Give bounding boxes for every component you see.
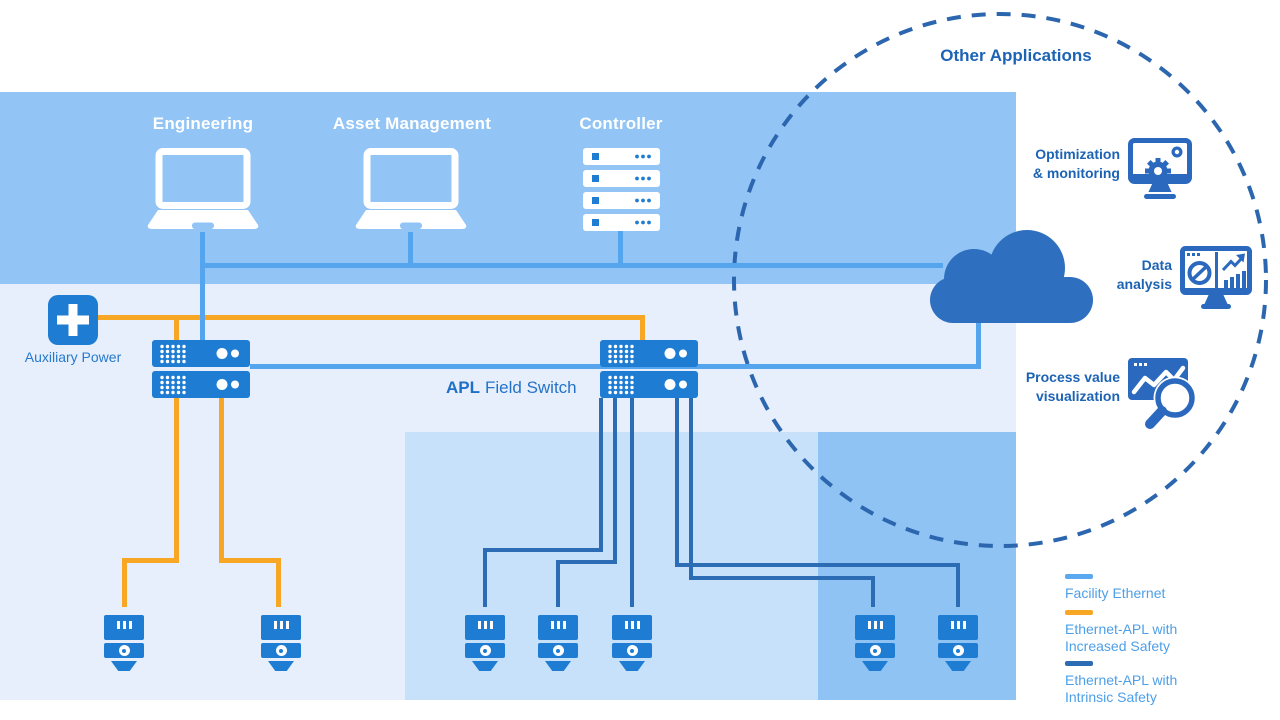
laptop-icon: [353, 148, 469, 232]
legend-item-facility-ethernet: Facility Ethernet: [1065, 574, 1165, 602]
increased-safety-line: [640, 315, 645, 340]
facility-ethernet-line: [976, 322, 981, 369]
laptop-icon: [145, 148, 261, 232]
facility-ethernet-bus: [203, 263, 943, 268]
process-value-visualization-label: Process value visualization: [1025, 369, 1120, 404]
apl-field-switch-icon: [152, 340, 250, 398]
intrinsic-safety-line: [689, 576, 875, 580]
legend-swatch: [1065, 610, 1093, 615]
field-device-icon: [612, 615, 652, 671]
facility-ethernet-line: [200, 232, 205, 340]
intrinsic-safety-line: [630, 398, 634, 607]
cloud-icon: [930, 230, 1093, 323]
intrinsic-safety-line: [599, 398, 603, 552]
field-device-icon: [465, 615, 505, 671]
legend-swatch: [1065, 661, 1093, 666]
intrinsic-safety-line: [675, 398, 679, 567]
increased-safety-line: [97, 315, 645, 320]
field-device-icon: [855, 615, 895, 671]
legend-item-increased-safety: Ethernet-APL with Increased Safety: [1065, 610, 1177, 655]
chart-magnifier-icon: [1128, 358, 1197, 429]
field-device-icon: [538, 615, 578, 671]
server-icon: [583, 148, 660, 231]
intrinsic-safety-line: [483, 548, 603, 552]
increased-safety-line: [219, 558, 281, 563]
intrinsic-safety-line: [689, 398, 693, 580]
apl-field-switch-icon: [600, 340, 698, 398]
monitor-charts-icon: [1180, 246, 1252, 309]
increased-safety-line: [219, 398, 224, 563]
intrinsic-safety-line: [613, 398, 617, 564]
intrinsic-safety-line: [556, 560, 560, 607]
increased-safety-line: [174, 318, 179, 340]
increased-safety-line: [276, 558, 281, 607]
intrinsic-safety-line: [871, 576, 875, 607]
optimization-monitoring-label: Optimization & monitoring: [1032, 146, 1120, 181]
legend-item-intrinsic-safety: Ethernet-APL with Intrinsic Safety: [1065, 661, 1177, 706]
intrinsic-safety-line: [956, 563, 960, 607]
monitor-gear-icon: [1128, 138, 1192, 199]
data-analysis-label: Data analysis: [1116, 257, 1172, 292]
facility-ethernet-line: [618, 231, 623, 266]
engineering-label: Engineering: [152, 114, 254, 133]
controller-label: Controller: [579, 114, 663, 133]
increased-safety-line: [122, 558, 179, 563]
field-device-icon: [938, 615, 978, 671]
asset-management-label: Asset Management: [332, 114, 492, 133]
increased-safety-line: [122, 558, 127, 607]
auxiliary-power-label: Auxiliary Power: [24, 349, 122, 365]
auxiliary-power-icon: [48, 295, 98, 345]
field-device-icon: [104, 615, 144, 671]
field-device-icon: [261, 615, 301, 671]
facility-zone: [0, 92, 1016, 284]
legend-swatch: [1065, 574, 1093, 579]
intrinsic-safety-line: [556, 560, 617, 564]
other-applications-title: Other Applications: [940, 46, 1092, 65]
other-applications-boundary-circle: [732, 12, 1268, 548]
facility-ethernet-line: [408, 232, 413, 266]
intrinsic-safety-line: [483, 548, 487, 607]
intrinsic-safety-line: [675, 563, 960, 567]
increased-safety-line: [174, 398, 179, 563]
